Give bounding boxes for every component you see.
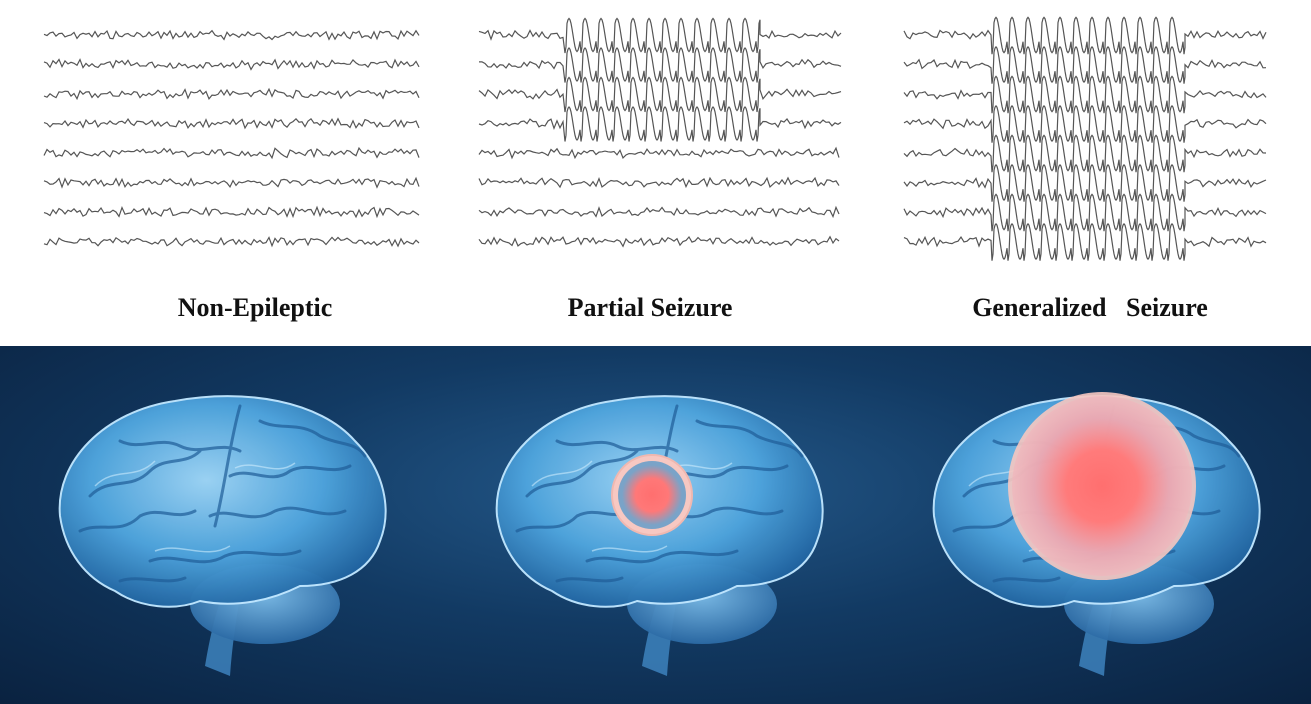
brain-panel-generalized — [932, 392, 1261, 676]
label-generalized-seizure: Generalized Seizure — [972, 293, 1208, 322]
eeg-trace — [43, 29, 420, 41]
eeg-partial-seizure — [478, 17, 842, 248]
eeg-row — [0, 0, 1311, 280]
eeg-trace — [478, 146, 840, 160]
brain-panel-non-epileptic — [58, 395, 387, 676]
eeg-trace — [903, 134, 1267, 173]
eeg-trace — [479, 47, 842, 83]
seizure-focus-icon-large — [1008, 392, 1196, 580]
brain-illustration-row — [0, 346, 1311, 704]
eeg-trace — [903, 16, 1267, 55]
eeg-trace — [478, 17, 842, 54]
eeg-trace — [43, 205, 420, 219]
eeg-trace — [43, 58, 420, 71]
brain-panel-partial — [495, 395, 824, 676]
eeg-trace — [478, 205, 840, 219]
label-non-epileptic: Non-Epileptic — [177, 293, 333, 322]
eeg-trace — [903, 75, 1267, 114]
eeg-trace — [903, 104, 1267, 143]
eeg-trace — [43, 236, 420, 248]
eeg-non-epileptic — [43, 29, 420, 248]
eeg-trace — [903, 193, 1267, 232]
eeg-trace — [478, 176, 840, 189]
brain-icon — [495, 395, 824, 676]
eeg-trace — [43, 176, 420, 189]
eeg-generalized-seizure — [903, 16, 1267, 261]
seizure-focus-icon-small — [611, 454, 693, 536]
eeg-trace — [903, 163, 1267, 202]
label-partial-seizure: Partial Seizure — [567, 293, 733, 322]
eeg-trace — [43, 87, 420, 101]
eeg-trace — [903, 45, 1267, 84]
eeg-trace — [478, 235, 840, 248]
brain-icon — [58, 395, 387, 676]
eeg-trace — [478, 106, 842, 142]
eeg-trace — [903, 222, 1267, 261]
eeg-trace — [43, 146, 420, 160]
eeg-trace — [43, 117, 420, 130]
eeg-trace — [478, 76, 842, 113]
